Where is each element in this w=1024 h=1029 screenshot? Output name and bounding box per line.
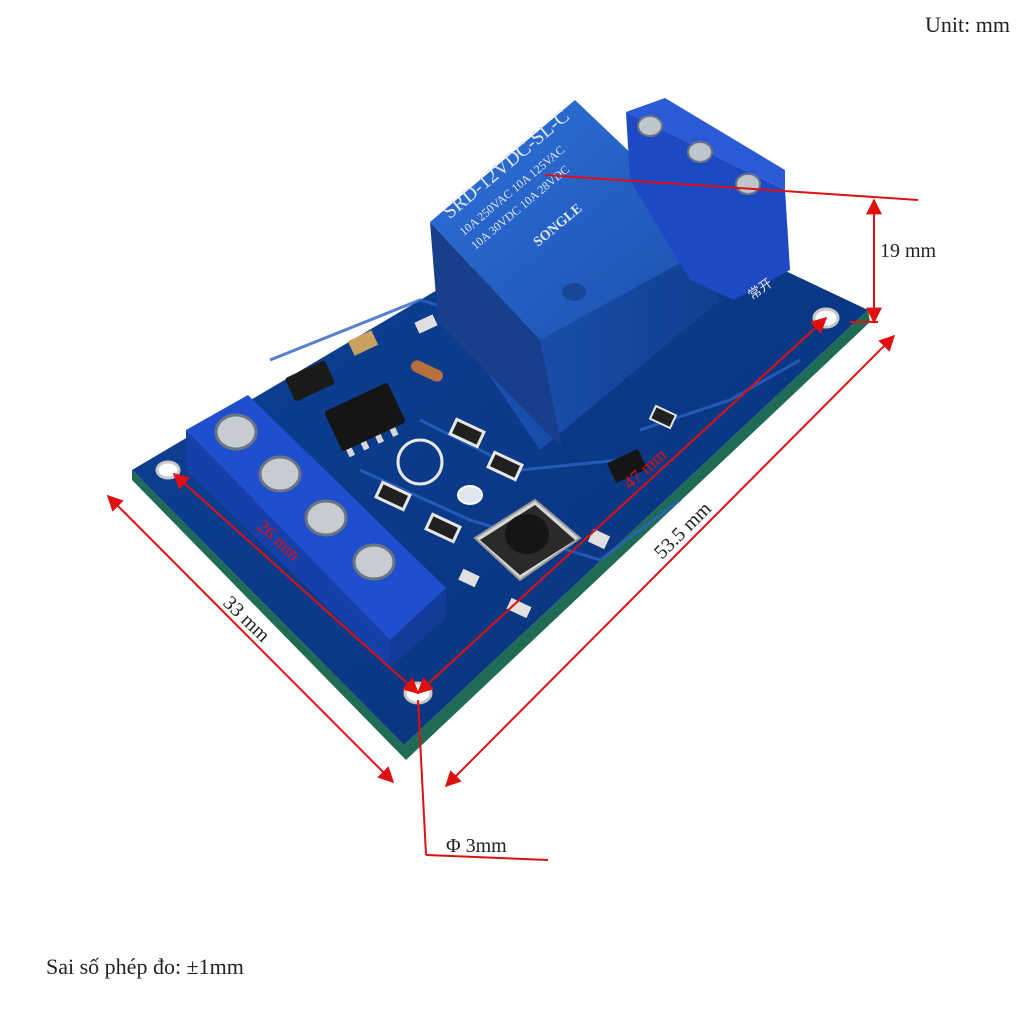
screw (735, 173, 761, 195)
hole-diameter-label: Φ 3mm (446, 835, 507, 857)
screw (637, 115, 663, 137)
hole-spacing-dimension (416, 316, 828, 695)
hole-diameter-leader (417, 699, 427, 856)
screw (352, 543, 396, 581)
terminal-body (626, 112, 790, 300)
hole-spacing-width-dimension (172, 472, 420, 695)
screw (687, 141, 713, 163)
height-label: 19 mm (880, 240, 937, 262)
led-indicator (457, 485, 483, 505)
unit-label: Unit: mm (925, 12, 1010, 37)
hole-diameter-baseline (425, 854, 549, 861)
capacitor-component (347, 330, 379, 356)
tolerance-note: Sai số phép đo: ±1mm (46, 954, 244, 979)
screw (258, 455, 302, 493)
height-ext-top (544, 174, 919, 201)
dimension-lines (106, 174, 919, 861)
transistor-component (285, 360, 335, 402)
ic-chip (324, 383, 406, 451)
relay-top (430, 100, 722, 340)
ic-pins (346, 427, 399, 458)
push-button-cap (505, 514, 549, 554)
screw (214, 413, 258, 451)
screw (304, 499, 348, 537)
relay-mark (562, 283, 586, 301)
